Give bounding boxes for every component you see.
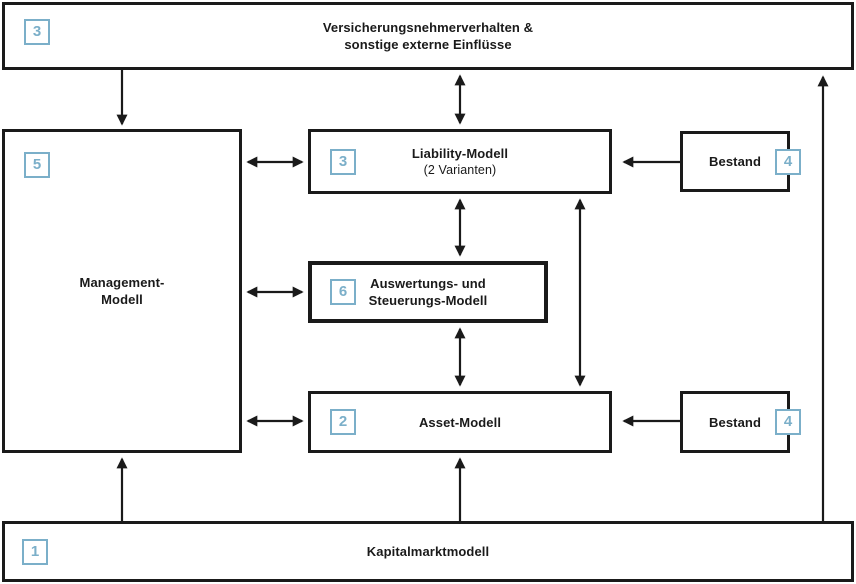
node-label: Management- Modell [80,274,165,308]
label-line: Bestand [709,414,761,430]
node-label: Versicherungsnehmerverhalten & sonstige … [323,19,533,53]
badge-number: 1 [22,538,48,565]
node-auswertungs-steuerungs-modell: 6 Auswertungs- und Steuerungs-Modell [308,261,548,323]
node-externe-einfluesse: 3 Versicherungsnehmerverhalten & sonstig… [2,2,854,70]
node-label: Liability-Modell (2 Varianten) [412,145,508,179]
label-line: Management- [79,275,165,290]
node-management-modell: 5 Management- Modell [2,129,242,453]
badge-number: 2 [330,409,356,435]
label-subtitle: (2 Varianten) [423,162,497,177]
label-line: Bestand [709,154,761,169]
node-kapitalmarktmodell: 1 Kapitalmarktmodell [2,521,854,582]
badge-number: 4 [775,148,801,175]
label-line: Steuerungs-Modell [368,293,488,308]
label-line: Versicherungsnehmerverhalten & [322,20,534,35]
node-bestand-liability: 4 Bestand [680,131,801,192]
node-label: Auswertungs- und Steuerungs-Modell [369,275,488,309]
badge-number: 6 [330,279,356,305]
node-label: Kapitalmarktmodell [367,543,489,560]
label-line: Asset-Modell [418,414,502,430]
node-bestand-asset: 4 Bestand [680,391,801,453]
node-label: Bestand [709,414,761,431]
label-line: Auswertungs- und [370,276,486,291]
label-line: sonstige externe Einflüsse [344,37,512,52]
node-label: Asset-Modell [419,414,501,431]
node-label: Bestand [709,153,761,170]
label-title: Liability-Modell [411,145,509,161]
label-line: Kapitalmarktmodell [366,544,490,559]
badge-number: 3 [330,148,356,175]
badge-number: 4 [775,409,801,435]
node-liability-modell: 3 Liability-Modell (2 Varianten) [308,129,612,194]
node-asset-modell: 2 Asset-Modell [308,391,612,453]
badge-number: 5 [24,152,50,178]
badge-number: 3 [24,19,50,45]
label-line: Modell [101,292,143,307]
